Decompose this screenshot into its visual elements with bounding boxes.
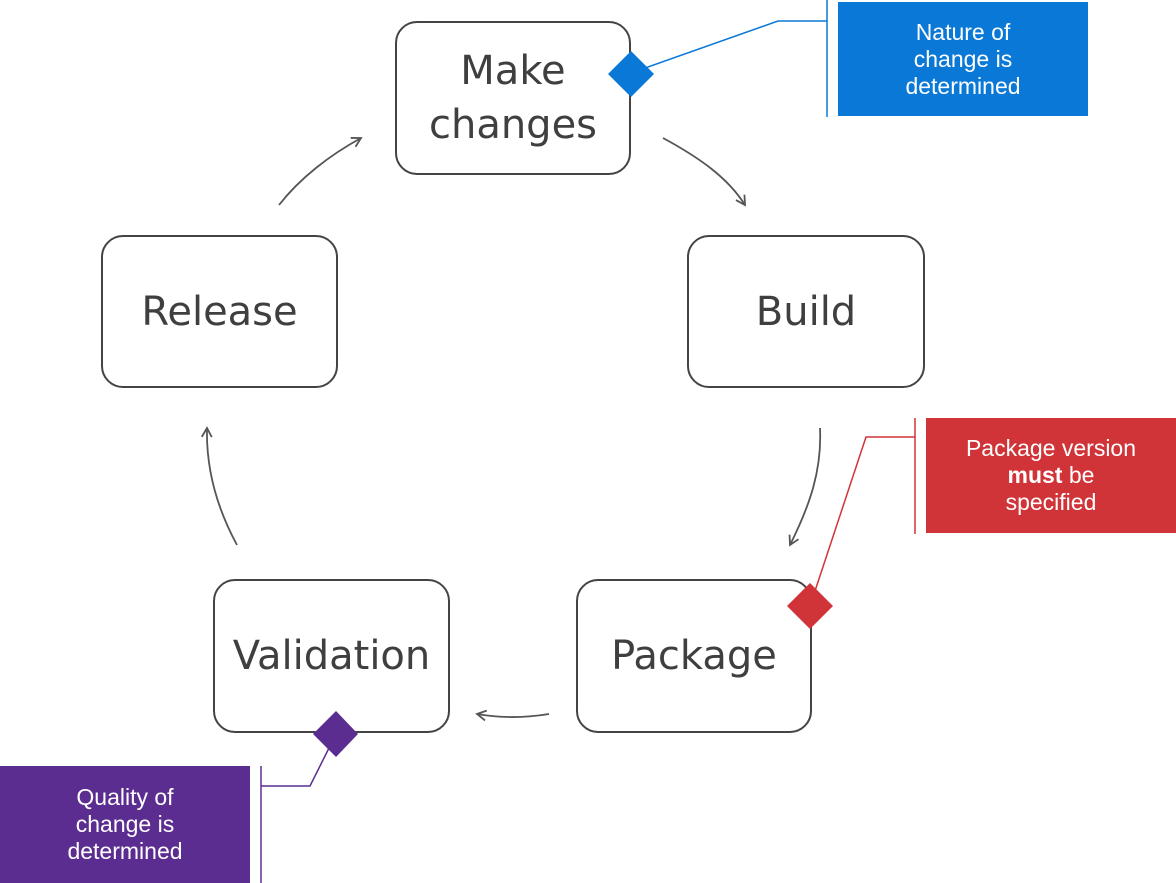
arrow-validation-to-release xyxy=(201,426,238,546)
stage-package: Package xyxy=(576,579,812,733)
callout-package-version-text: Package version must be specified xyxy=(965,435,1137,515)
connector-quality xyxy=(261,733,337,787)
stage-release: Release xyxy=(101,235,338,388)
stage-release-label: Release xyxy=(141,288,298,335)
connector-nature xyxy=(630,20,827,74)
callout-nature-text: Nature of change is determined xyxy=(905,18,1021,99)
arrow-make-to-build xyxy=(662,137,746,207)
callout-nature-of-change: Nature of change is determined xyxy=(838,2,1088,116)
arrow-release-to-make xyxy=(278,137,363,206)
connector-package-version xyxy=(809,436,915,607)
arrow-build-to-package xyxy=(788,427,822,547)
emphasis-must: must xyxy=(1007,462,1063,488)
stage-package-label: Package xyxy=(611,633,777,679)
stage-build: Build xyxy=(687,235,925,388)
stage-build-label: Build xyxy=(755,288,857,335)
stage-validation: Validation xyxy=(213,579,450,733)
callout-package-version: Package version must be specified xyxy=(926,418,1176,533)
callout-quality-text: Quality of change is determined xyxy=(67,784,183,864)
callout-quality-of-change: Quality of change is determined xyxy=(0,766,250,883)
arrow-package-to-validation xyxy=(475,709,550,722)
stage-validation-label: Validation xyxy=(232,633,431,679)
